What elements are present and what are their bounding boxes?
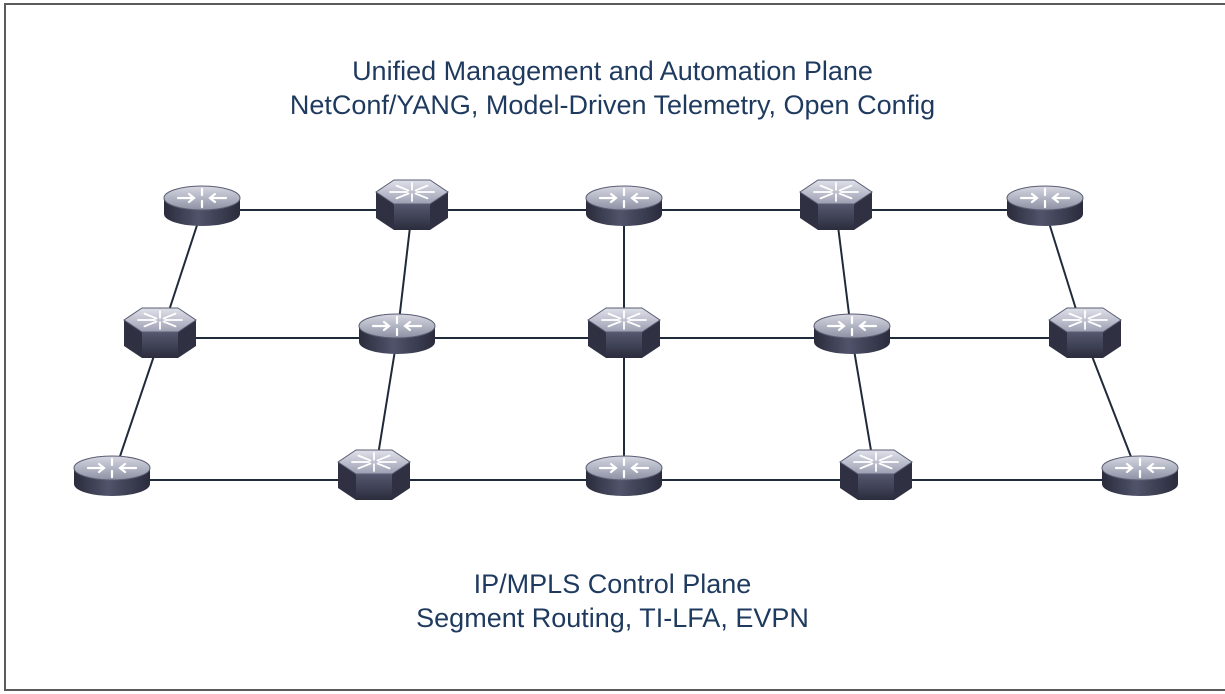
switch-icon — [1048, 307, 1122, 358]
switch-icon — [839, 449, 913, 500]
router-icon — [585, 185, 663, 226]
control-plane-title: IP/MPLS Control Plane — [473, 569, 752, 599]
switch-icon — [587, 307, 661, 358]
management-plane-caption: Unified Management and Automation Plane … — [0, 54, 1225, 122]
router-icon — [585, 455, 663, 496]
router-icon — [73, 455, 151, 496]
switch-icon — [375, 179, 449, 230]
switch-icon — [123, 307, 197, 358]
management-plane-subtitle: NetConf/YANG, Model-Driven Telemetry, Op… — [289, 90, 936, 120]
router-icon — [813, 313, 891, 354]
router-icon — [358, 313, 436, 354]
router-icon — [1006, 185, 1084, 226]
control-plane-subtitle: Segment Routing, TI-LFA, EVPN — [416, 603, 809, 633]
switch-icon — [337, 449, 411, 500]
router-icon — [1101, 455, 1179, 496]
management-plane-title: Unified Management and Automation Plane — [352, 56, 873, 86]
switch-icon — [799, 179, 873, 230]
devices-layer — [73, 179, 1179, 500]
control-plane-caption: IP/MPLS Control Plane Segment Routing, T… — [0, 567, 1225, 635]
router-icon — [163, 185, 241, 226]
